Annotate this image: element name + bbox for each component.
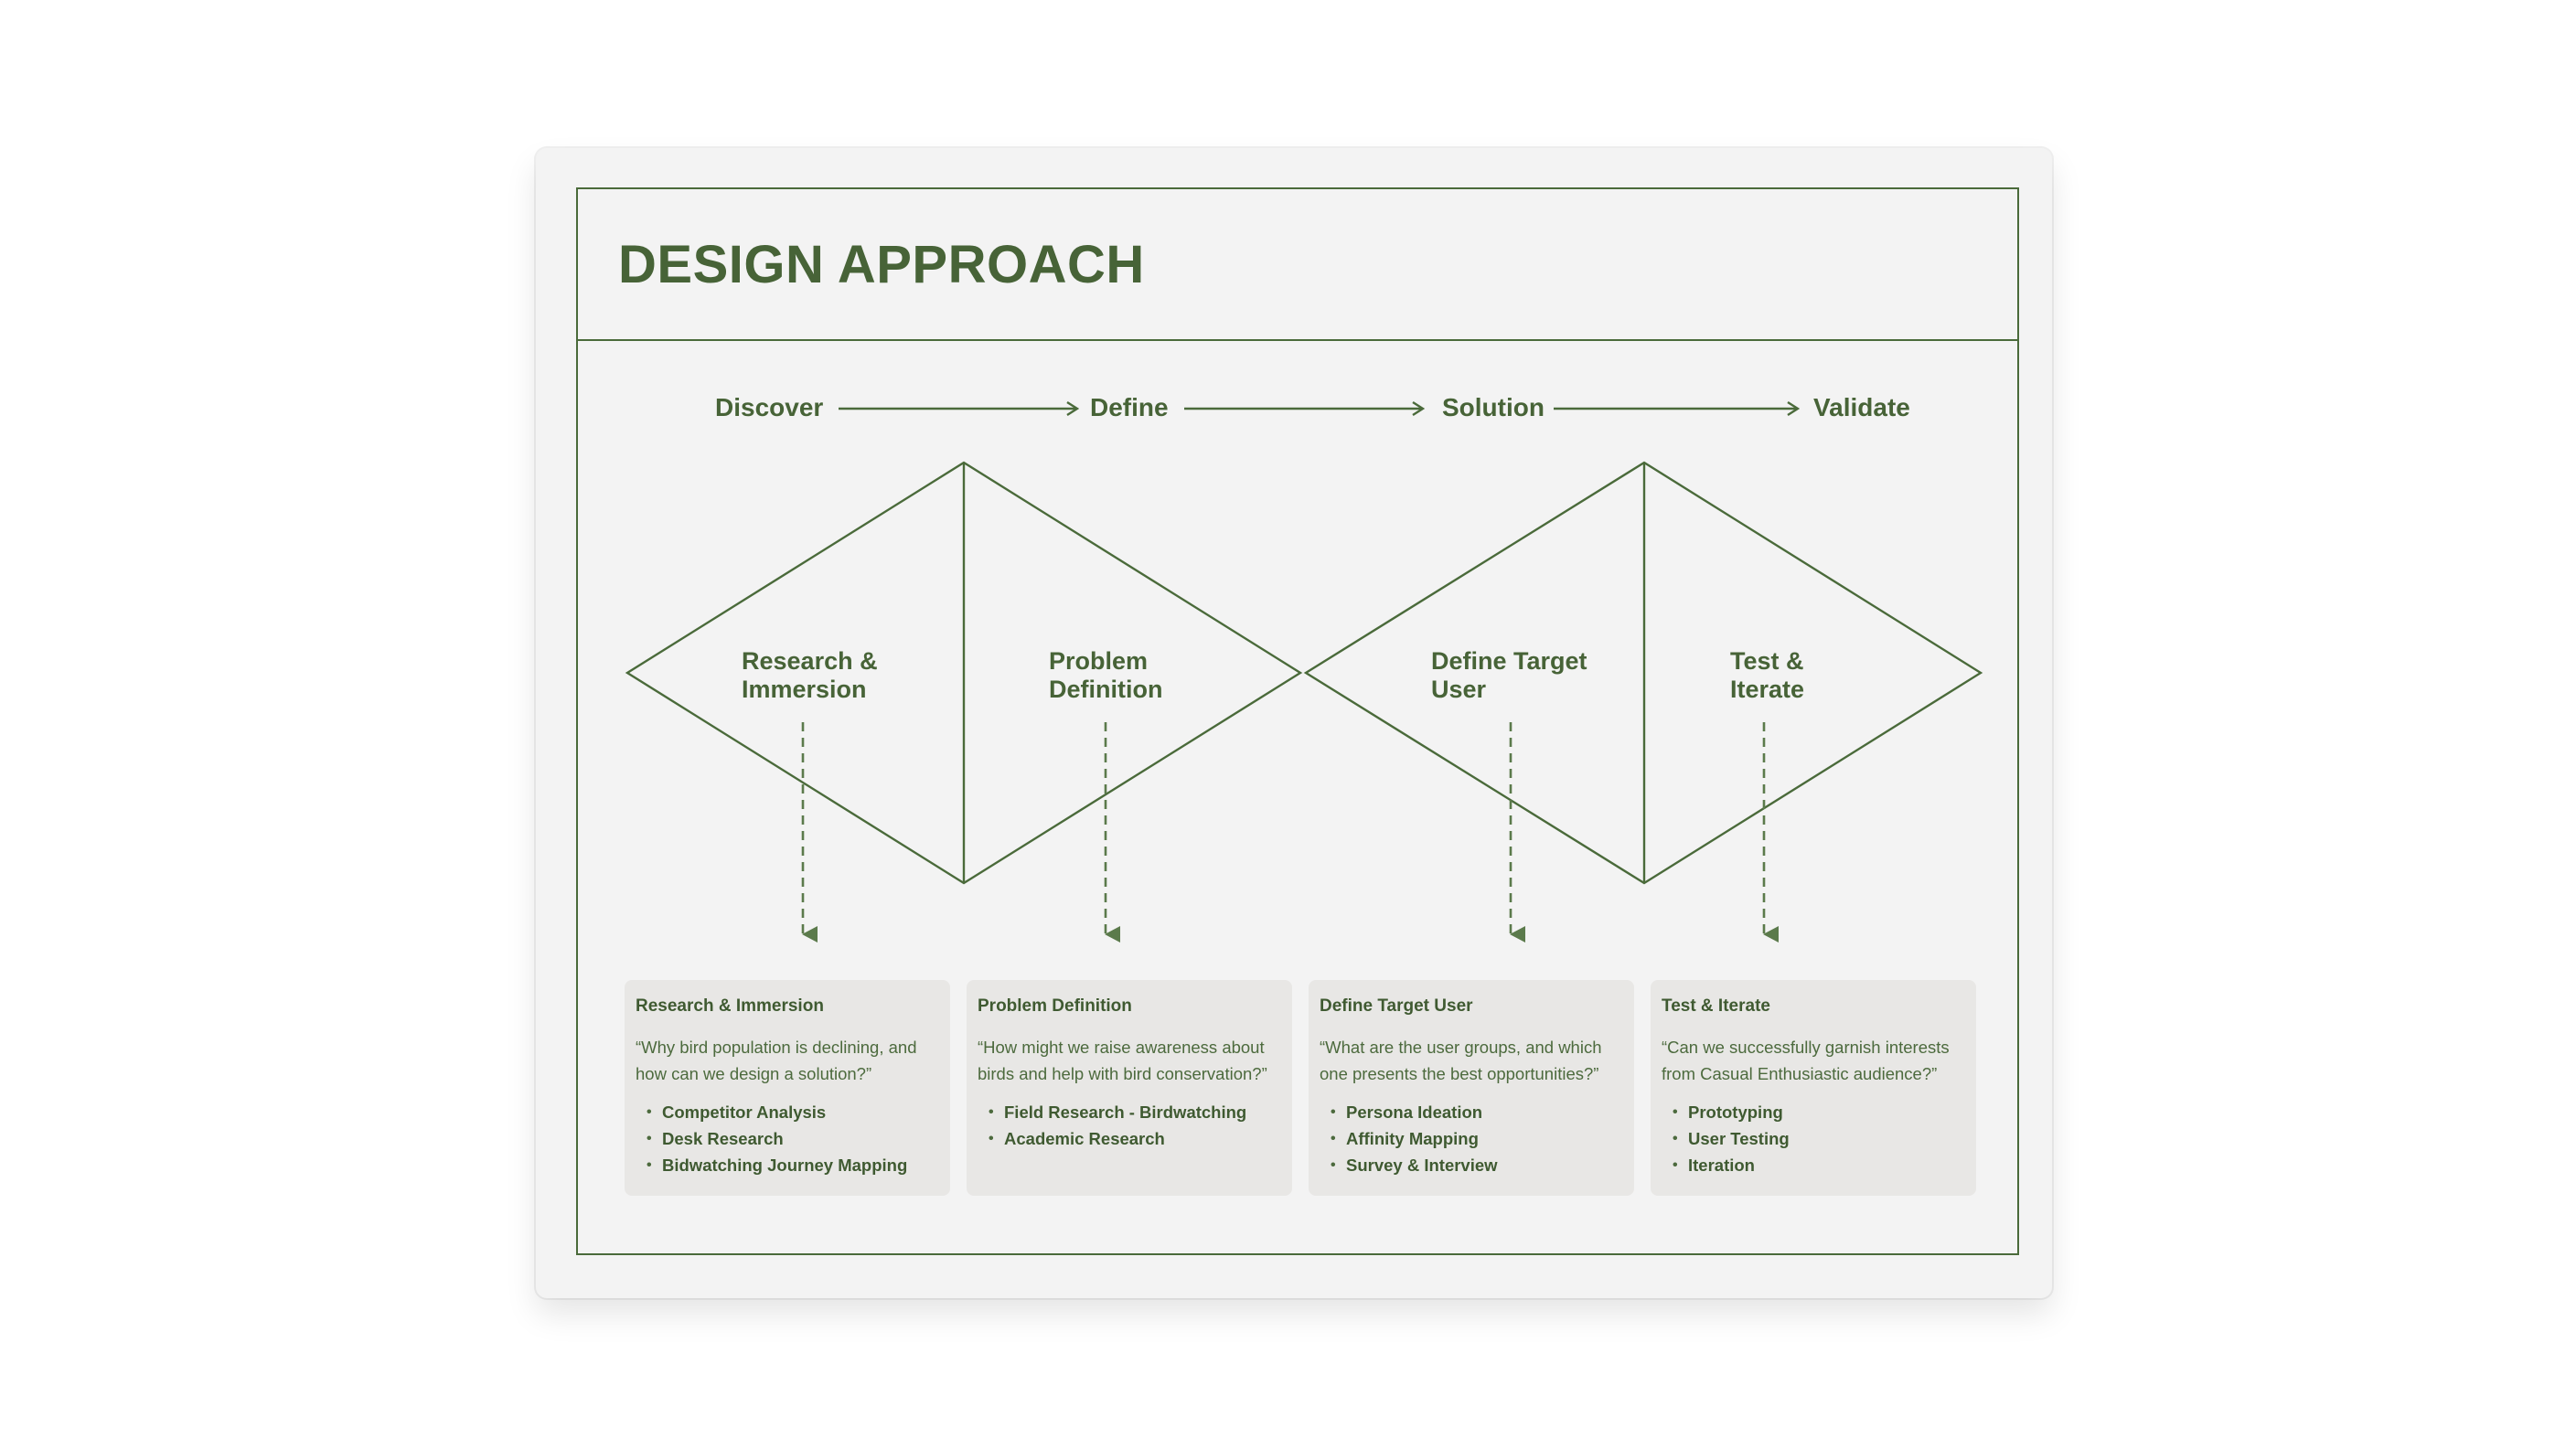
- list-item: Persona Ideation: [1331, 1099, 1623, 1125]
- diamond-label-target-user: Define Target User: [1431, 647, 1632, 704]
- list-item: User Testing: [1673, 1125, 1965, 1152]
- diamond-label-line: User: [1431, 676, 1487, 703]
- content-frame: [576, 187, 2019, 1255]
- phase-discover: Discover: [715, 393, 824, 421]
- diamond-label-line: Definition: [1049, 676, 1163, 703]
- step-card-problem: Problem Definition “How might we raise a…: [967, 980, 1292, 1196]
- diamond-label-problem: Problem Definition: [1049, 647, 1250, 704]
- step-card-question: “What are the user groups, and which one…: [1320, 1038, 1602, 1083]
- list-item: Prototyping: [1673, 1099, 1965, 1125]
- diamond-label-line: Research &: [742, 647, 878, 675]
- step-card-question: “Can we successfully garnish interests f…: [1662, 1038, 1950, 1083]
- diamond-label-line: Immersion: [742, 676, 867, 703]
- list-item: Iteration: [1673, 1152, 1965, 1178]
- step-card-title: Test & Iterate: [1662, 996, 1770, 1016]
- phase-validate: Validate: [1813, 393, 1910, 421]
- list-item: Competitor Analysis: [647, 1099, 939, 1125]
- list-item: Bidwatching Journey Mapping: [647, 1152, 939, 1178]
- diamond-left: [625, 461, 1303, 885]
- step-card-test: Test & Iterate “Can we successfully garn…: [1651, 980, 1976, 1196]
- list-item: Field Research - Birdwatching: [989, 1099, 1281, 1125]
- step-card-list: Competitor Analysis Desk Research Bidwat…: [636, 1099, 939, 1178]
- diamond-label-line: Test &: [1730, 647, 1804, 675]
- header-divider: [576, 339, 2019, 341]
- list-item: Academic Research: [989, 1125, 1281, 1152]
- step-card-title: Define Target User: [1320, 996, 1473, 1016]
- phase-solution: Solution: [1442, 393, 1545, 421]
- step-card-question: “How might we raise awareness about bird…: [978, 1038, 1267, 1083]
- diamond-label-line: Problem: [1049, 647, 1149, 675]
- diamond-label-research: Research & Immersion: [742, 647, 943, 704]
- list-item: Survey & Interview: [1331, 1152, 1623, 1178]
- step-card-title: Problem Definition: [978, 996, 1132, 1016]
- diamond-right: [1303, 461, 1983, 885]
- step-card-list: Persona Ideation Affinity Mapping Survey…: [1320, 1099, 1623, 1178]
- step-card-question: “Why bird population is declining, and h…: [636, 1038, 917, 1083]
- step-card-list: Field Research - Birdwatching Academic R…: [978, 1099, 1281, 1152]
- diamond-label-line: Iterate: [1730, 676, 1805, 703]
- phase-define: Define: [1090, 393, 1169, 421]
- list-item: Desk Research: [647, 1125, 939, 1152]
- step-card-research: Research & Immersion “Why bird populatio…: [625, 980, 950, 1196]
- diamond-label-line: Define Target: [1431, 647, 1587, 675]
- step-card-title: Research & Immersion: [636, 996, 824, 1016]
- list-item: Affinity Mapping: [1331, 1125, 1623, 1152]
- page-title: DESIGN APPROACH: [618, 235, 1145, 294]
- diamond-label-test: Test & Iterate: [1730, 647, 1931, 704]
- step-card-list: Prototyping User Testing Iteration: [1662, 1099, 1965, 1178]
- step-card-target-user: Define Target User “What are the user gr…: [1309, 980, 1634, 1196]
